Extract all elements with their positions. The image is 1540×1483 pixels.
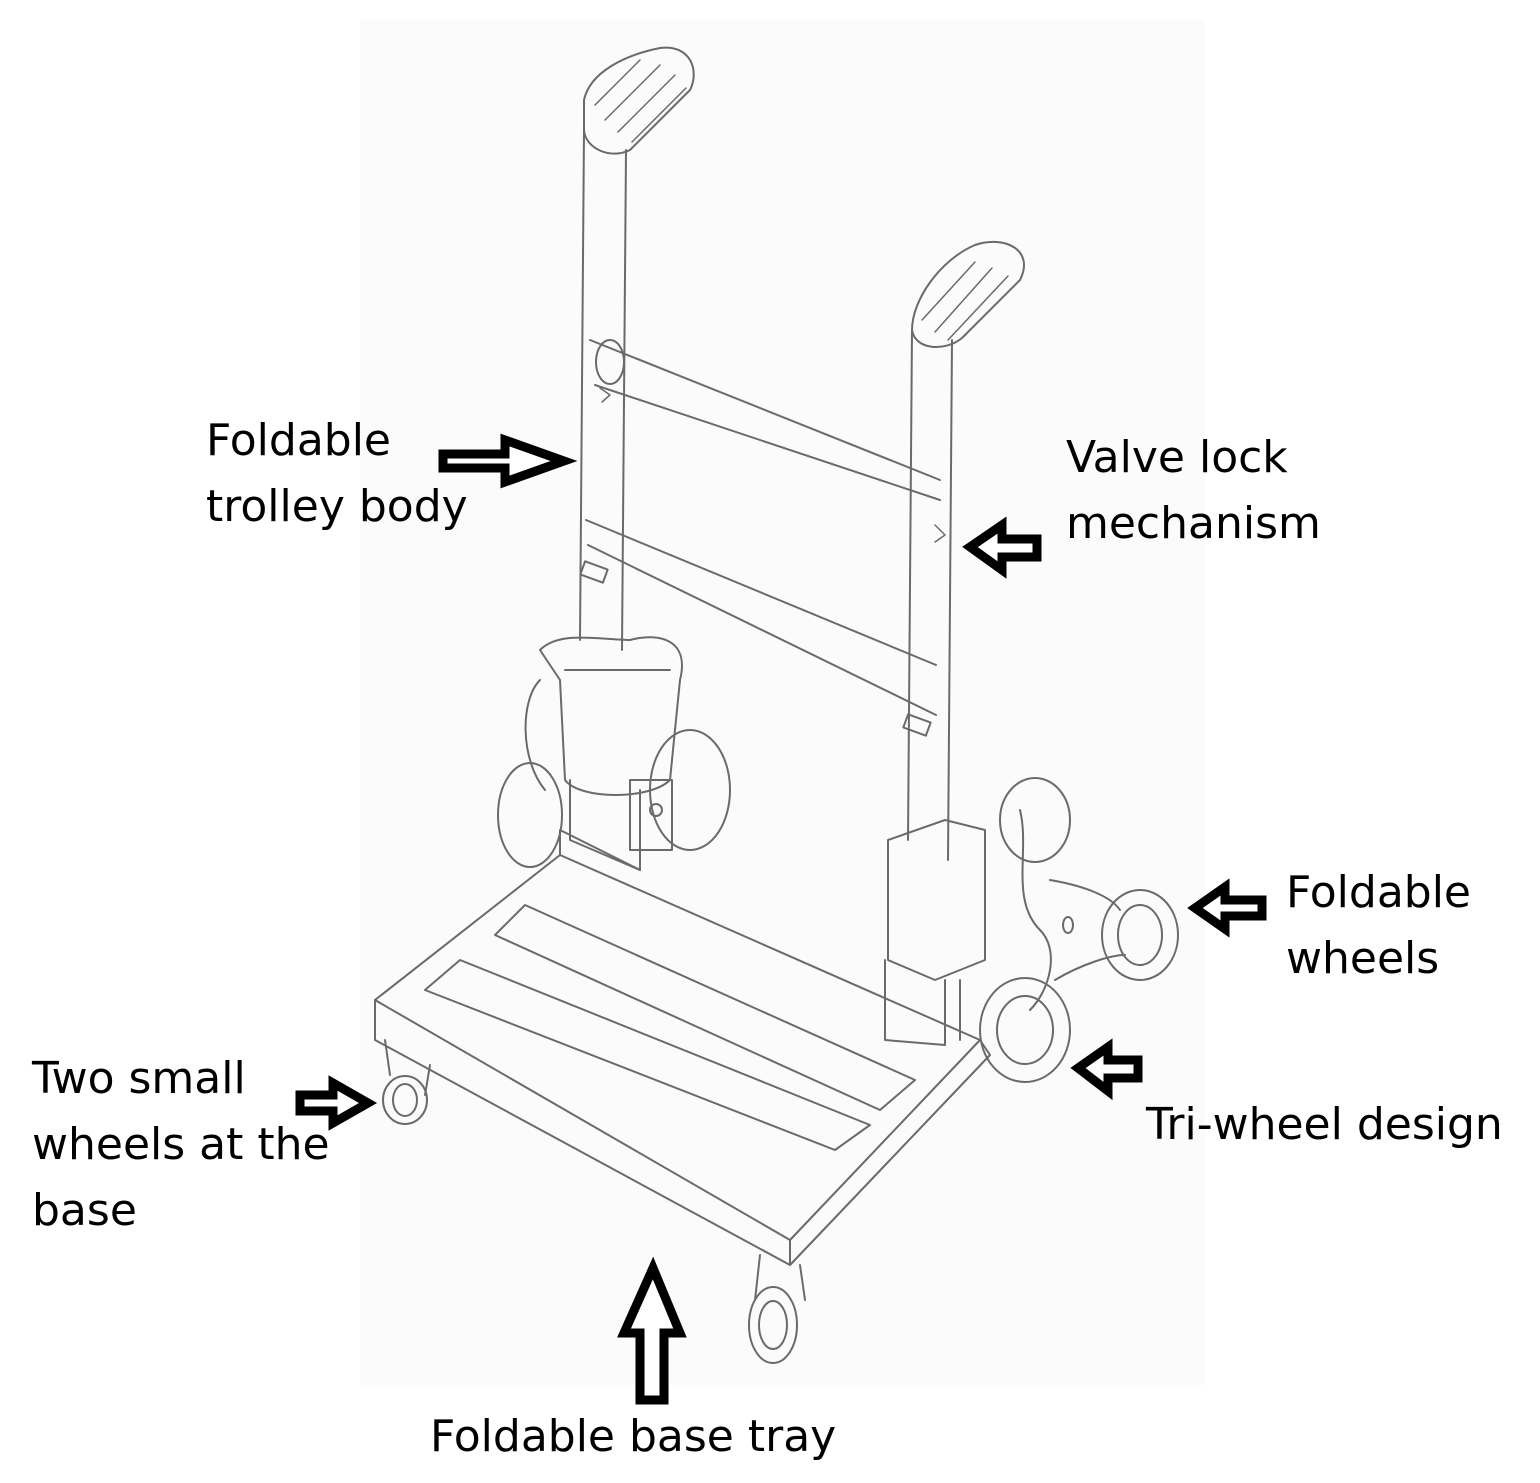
trolley-drawing <box>374 46 1179 1364</box>
callout-arrows <box>295 433 1267 1405</box>
label-foldable-wheels-line2: wheels <box>1286 933 1440 984</box>
arrow-base-tray <box>617 1256 687 1405</box>
label-small-wheels-line1: Two small <box>32 1053 246 1104</box>
label-trolley-body-line1: Foldable <box>206 415 392 466</box>
left-wheel-a <box>497 762 563 868</box>
label-foldable-trolley-body: Foldable trolley body <box>206 408 468 540</box>
arrow-valve-lock <box>962 516 1042 579</box>
label-foldable-wheels: Foldable wheels <box>1286 860 1471 992</box>
left-handle-grip <box>583 46 695 155</box>
label-small-wheels-line2: wheels at the <box>32 1119 330 1170</box>
small-wheels <box>382 1039 806 1364</box>
label-valve-lock-line2: mechanism <box>1066 498 1321 549</box>
arrow-foldable-wheels <box>1187 878 1267 938</box>
arrow-trolley-body <box>438 433 578 489</box>
arrow-tri-wheel <box>1070 1038 1143 1101</box>
upper-cross-bar <box>589 339 941 501</box>
label-base-tray-line1: Foldable base tray <box>430 1411 837 1462</box>
left-wheel-b <box>649 729 731 851</box>
label-trolley-body-line2: trolley body <box>206 481 468 532</box>
right-hub <box>887 819 986 981</box>
right-handle-grip <box>911 240 1025 349</box>
label-foldable-base-tray: Foldable base tray <box>430 1404 836 1470</box>
label-tri-wheel-line1: Tri-wheel design <box>1146 1099 1503 1150</box>
label-two-small-wheels: Two small wheels at the base <box>32 1046 330 1244</box>
right-pole <box>907 329 953 861</box>
left-hub <box>539 636 683 796</box>
arrow-small-wheels <box>295 1075 378 1131</box>
tri-wheel <box>979 777 1179 1083</box>
lower-cross-bar <box>585 519 937 716</box>
label-small-wheels-line3: base <box>32 1185 137 1236</box>
label-valve-lock-mechanism: Valve lock mechanism <box>1066 425 1321 557</box>
left-pole <box>579 129 627 651</box>
label-foldable-wheels-line1: Foldable <box>1286 867 1472 918</box>
label-valve-lock-line1: Valve lock <box>1066 432 1288 483</box>
label-tri-wheel-design: Tri-wheel design <box>1146 1092 1503 1158</box>
paper-sheet <box>360 20 1205 1385</box>
